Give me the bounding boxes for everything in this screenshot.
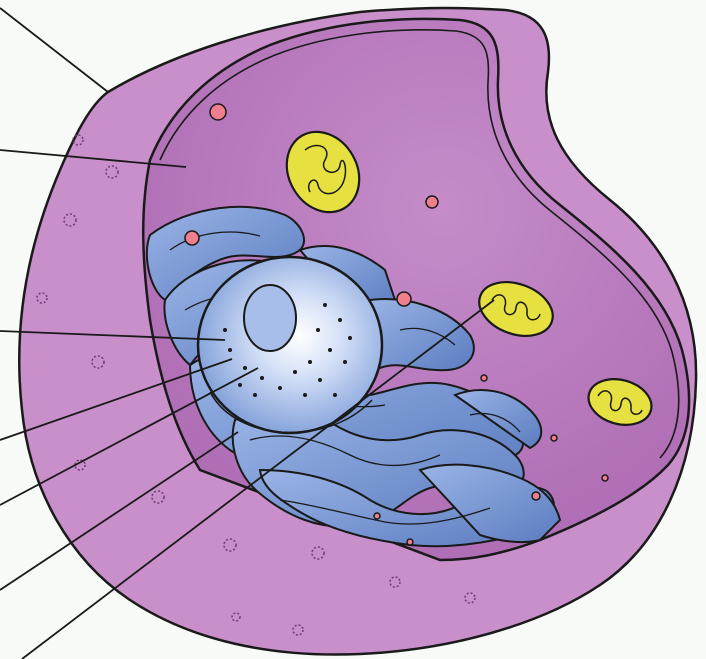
leader-cell-membrane: [0, 8, 108, 92]
nucleolus: [244, 285, 296, 351]
